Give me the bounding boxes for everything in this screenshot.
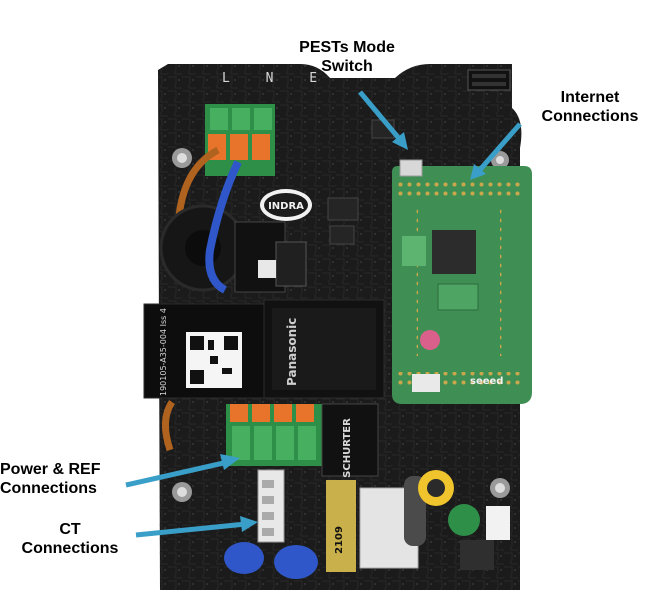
blue-capacitors [224, 542, 318, 579]
panasonic-relay: Panasonic [263, 299, 385, 399]
qr-module: 190105-A35-004 Iss 4 [143, 303, 273, 399]
power-ref-connections-line2: Connections [0, 480, 97, 497]
seeed-cape-board: seeed [392, 159, 532, 404]
power-supply-components: 2109 [326, 470, 510, 572]
power-terminal-block [162, 400, 322, 466]
pests-mode-switch-line2: Switch [321, 58, 373, 75]
schurter-text: SCHURTER [342, 418, 353, 478]
schurter-filter: SCHURTER [321, 403, 379, 478]
ct-connections-label: CT Connections [10, 520, 130, 558]
annotation-arrows [125, 90, 522, 538]
power-ref-connections-label: Power & REF Connections [0, 460, 140, 498]
indra-logo-text: INDRA [268, 201, 304, 212]
lne-terminal-block: L N E [205, 71, 331, 176]
cap-label-text: 2109 [334, 526, 345, 554]
power-ref-connections-line1: Power & REF [0, 461, 101, 478]
internet-connections-line1: Internet [560, 89, 620, 106]
pests-mode-switch-label: PESTs Mode Switch [272, 38, 422, 76]
relay-brand-text: Panasonic [285, 318, 299, 386]
internet-connections-label: Internet Connections [530, 88, 650, 126]
header-connector [467, 69, 511, 91]
ct-connections-line1: CT [59, 521, 81, 538]
ct-connections-line2: Connections [21, 540, 119, 557]
seeed-logo-text: seeed [470, 376, 503, 387]
internet-connections-line2: Connections [541, 108, 639, 125]
indra-logo: INDRA [260, 189, 312, 221]
terminal-letters: L N E [222, 71, 331, 86]
ct-connector [257, 469, 285, 543]
module-label: 190105-A35-004 Iss 4 [159, 308, 168, 396]
pests-mode-switch-line1: PESTs Mode [299, 39, 395, 56]
ic-chips [258, 119, 395, 287]
